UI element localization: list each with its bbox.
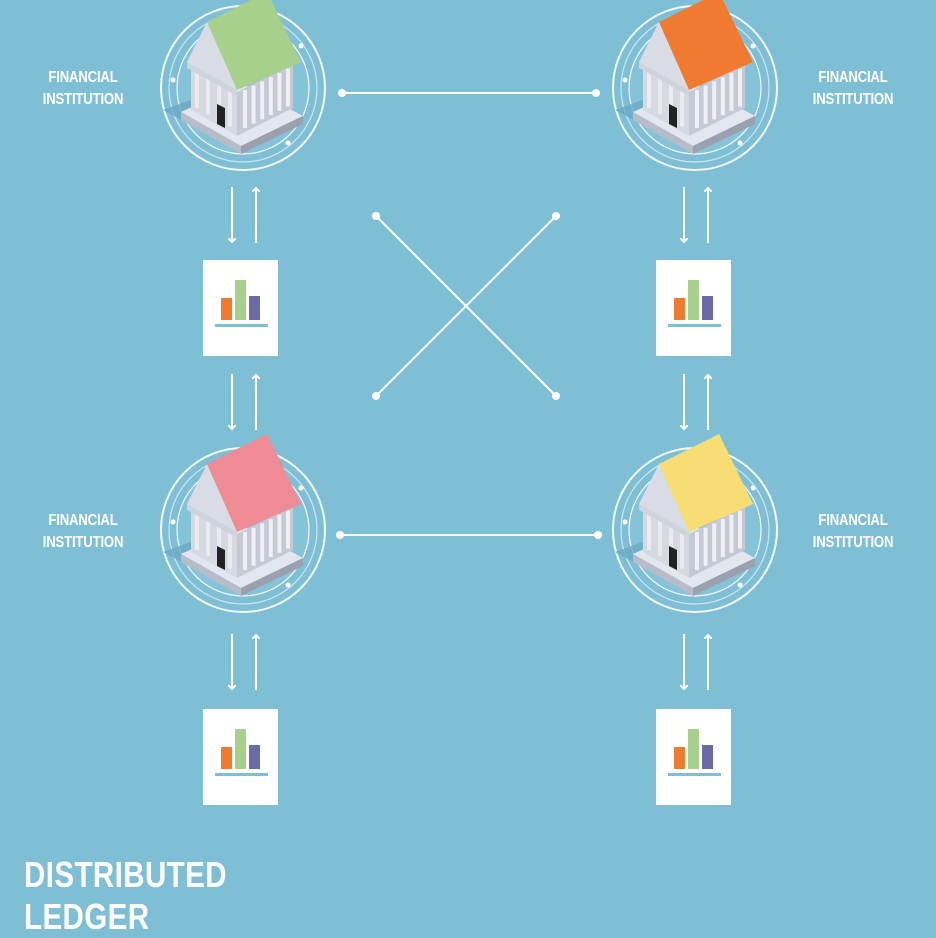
bank-building-icon [615, 0, 755, 154]
bank-building-icon [615, 434, 755, 596]
bank-building-icon [163, 434, 303, 596]
institution-label-top-left: FINANCIAL INSTITUTION [42, 69, 124, 108]
ledger-bar [235, 280, 246, 320]
ledger-bar [235, 729, 246, 769]
connection-diagonal-2 [372, 212, 560, 400]
ledger-document-top-right [656, 260, 731, 356]
exchange-arrows-tl-upper [232, 187, 256, 243]
roof [207, 0, 301, 90]
institution-label-bottom-right: FINANCIAL INSTITUTION [812, 512, 894, 551]
exchange-arrows-tr-lower [684, 374, 708, 430]
institution-bottom-right [612, 434, 778, 613]
exchange-arrows-br [684, 634, 708, 690]
roof [659, 434, 753, 532]
diagram-title: DISTRIBUTED LEDGER [24, 854, 227, 938]
ledger-document-bottom-right [656, 709, 731, 805]
ledger-bar [688, 729, 699, 769]
roof [659, 0, 753, 90]
connection-bottom [336, 531, 602, 539]
institution-label-bottom-left: FINANCIAL INSTITUTION [42, 512, 124, 551]
ledger-bar [221, 747, 232, 769]
exchange-arrows-bl [232, 634, 256, 690]
ledger-document-top-left [203, 260, 278, 356]
institution-top-right [612, 0, 778, 171]
title-line-2: LEDGER [24, 896, 150, 937]
institution-bottom-left [160, 434, 326, 613]
ledger-bar [249, 296, 260, 320]
title-line-1: DISTRIBUTED [24, 854, 227, 895]
exchange-arrows-tl-lower [232, 374, 256, 430]
ledger-bar [674, 747, 685, 769]
exchange-arrows-tr-upper [684, 187, 708, 243]
institution-label-top-right: FINANCIAL INSTITUTION [812, 69, 894, 108]
ledger-bar [221, 298, 232, 320]
ledger-bar [702, 296, 713, 320]
ledger-bar [702, 745, 713, 769]
institution-top-left [160, 0, 326, 171]
roof [207, 434, 301, 532]
ledger-document-bottom-left [203, 709, 278, 805]
ledger-bar [674, 298, 685, 320]
bank-building-icon [163, 0, 303, 154]
ledger-bar [249, 745, 260, 769]
ledger-bar [688, 280, 699, 320]
connection-top [338, 89, 600, 97]
